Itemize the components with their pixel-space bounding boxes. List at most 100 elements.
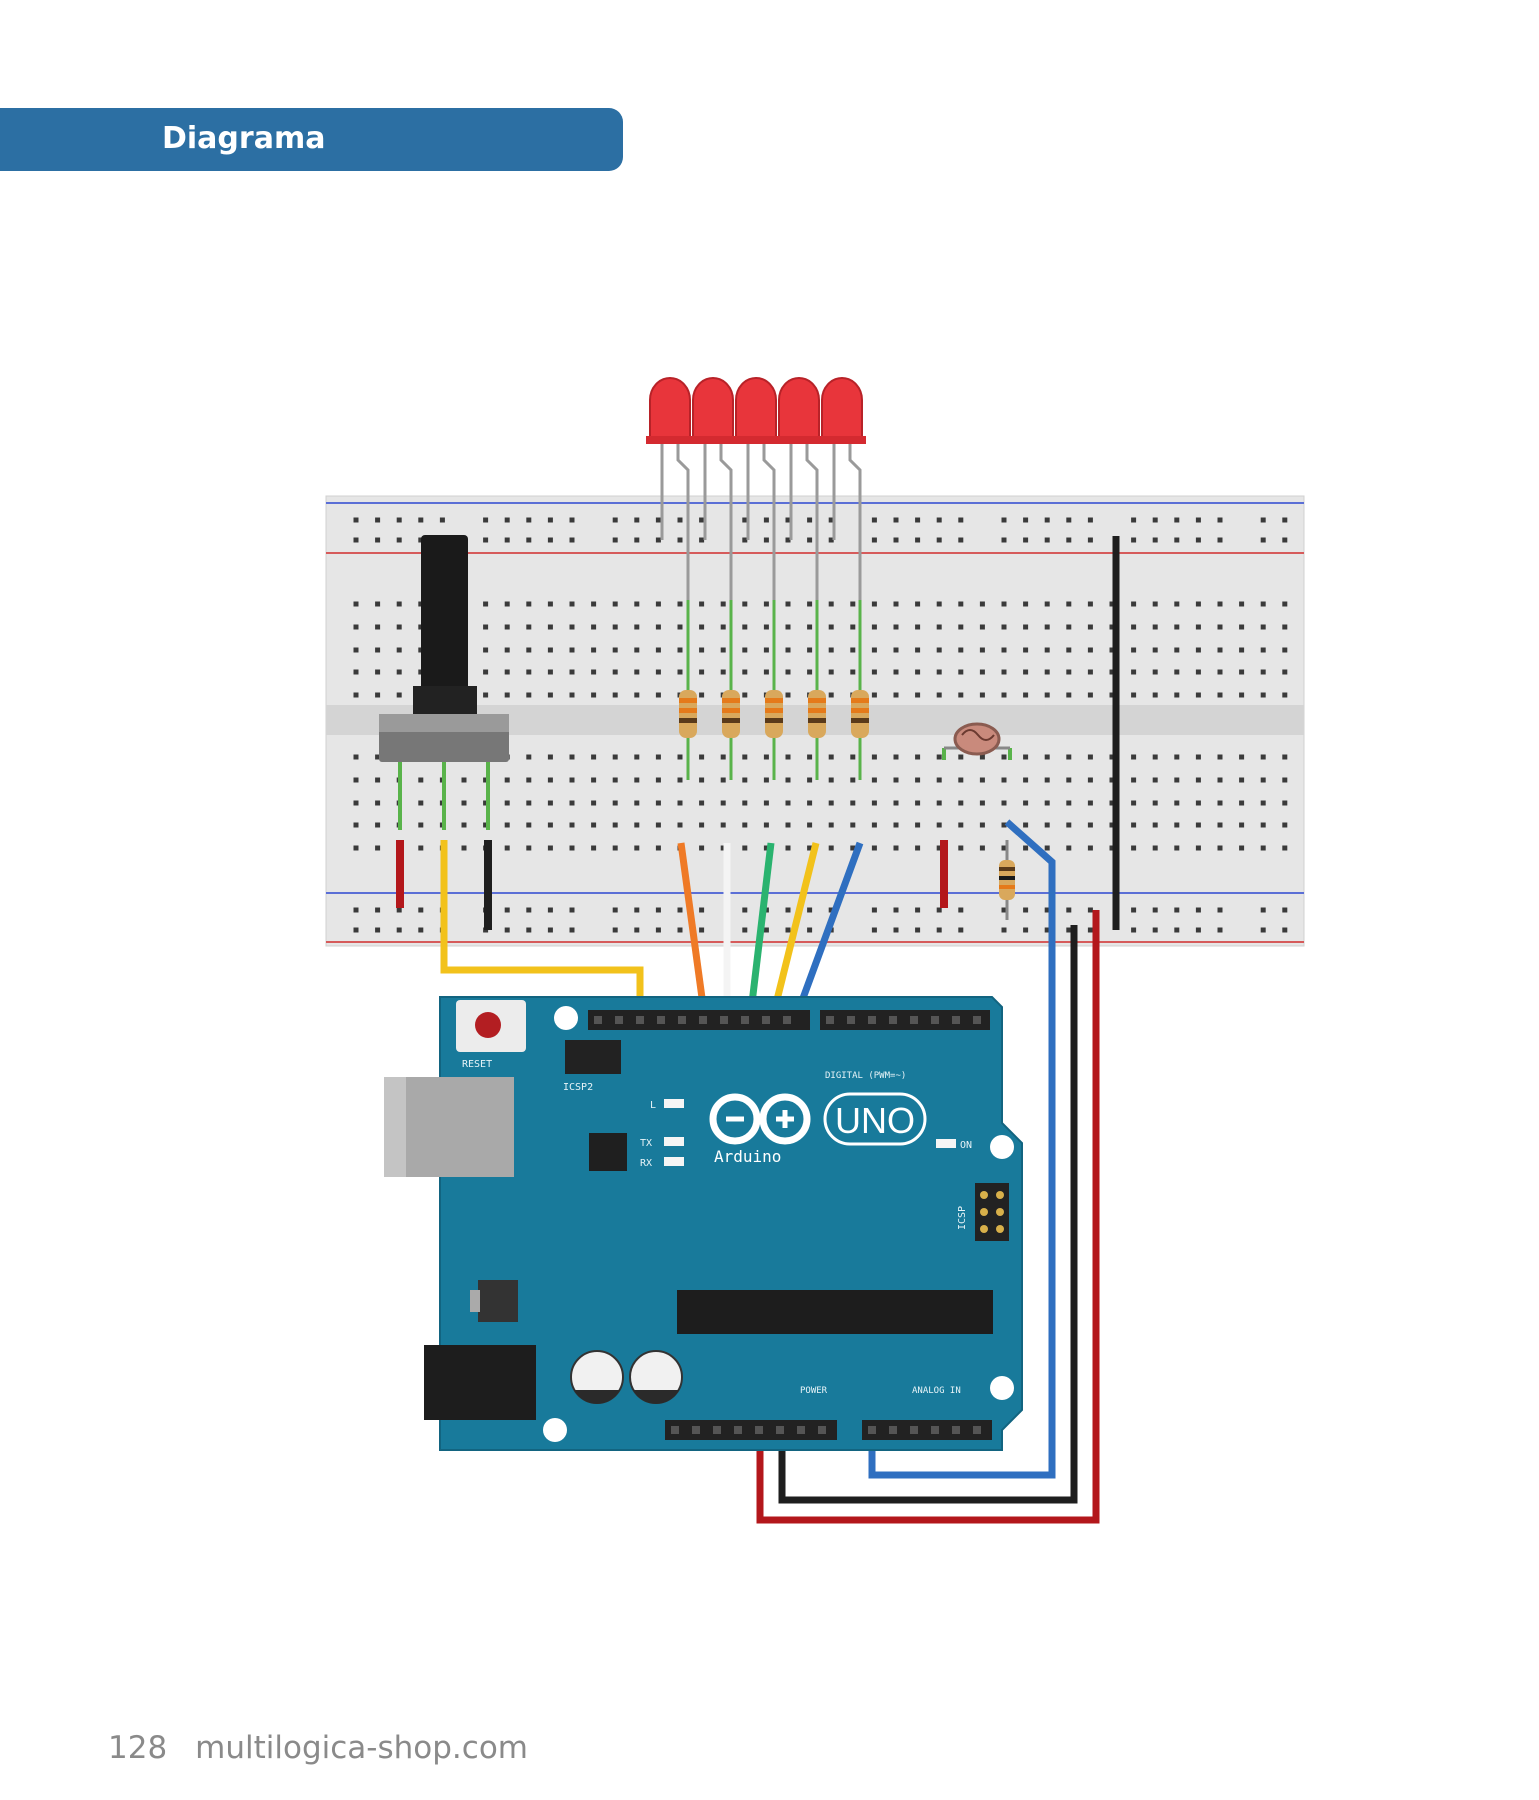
- breadboard-hole: [375, 800, 381, 806]
- header-pin: [797, 1426, 805, 1434]
- breadboard-hole: [828, 537, 834, 543]
- breadboard-hole: [526, 777, 532, 783]
- breadboard-hole: [742, 822, 748, 828]
- orange-wire: [677, 842, 709, 1021]
- breadboard-hole: [1260, 517, 1266, 523]
- breadboard-hole: [569, 647, 575, 653]
- breadboard-hole: [655, 692, 661, 698]
- breadboard-hole: [677, 907, 683, 913]
- breadboard-hole: [785, 537, 791, 543]
- power-header: [665, 1420, 837, 1440]
- breadboard-hole: [1152, 845, 1158, 851]
- breadboard-hole: [979, 624, 985, 630]
- breadboard-hole: [699, 647, 705, 653]
- breadboard-hole: [1001, 927, 1007, 933]
- breadboard-hole: [1260, 754, 1266, 760]
- header-pin: [868, 1426, 876, 1434]
- breadboard-hole: [591, 692, 597, 698]
- led-leg: [848, 440, 862, 600]
- breadboard-hole: [1282, 647, 1288, 653]
- breadboard-hole: [677, 777, 683, 783]
- resistor-band: [765, 718, 783, 723]
- breadboard-hole: [612, 754, 618, 760]
- breadboard-hole: [547, 517, 553, 523]
- breadboard-hole: [1023, 822, 1029, 828]
- breadboard-hole: [418, 517, 424, 523]
- breadboard-hole: [526, 927, 532, 933]
- breadboard-hole: [1001, 777, 1007, 783]
- arduino-pcb: [439, 996, 1023, 1451]
- logo-uno-outline: [823, 1092, 927, 1146]
- breadboard-hole: [915, 537, 921, 543]
- breadboard-hole: [742, 777, 748, 783]
- breadboard-hole: [871, 845, 877, 851]
- breadboard-hole: [1260, 624, 1266, 630]
- breadboard-hole: [893, 927, 899, 933]
- breadboard-hole: [763, 800, 769, 806]
- breadboard-hole: [1174, 537, 1180, 543]
- breadboard-hole: [591, 601, 597, 607]
- breadboard-hole: [785, 822, 791, 828]
- breadboard-hole: [1001, 669, 1007, 675]
- breadboard-hole: [1066, 845, 1072, 851]
- breadboard-hole: [375, 845, 381, 851]
- breadboard-hole: [720, 669, 726, 675]
- breadboard-hole: [1023, 754, 1029, 760]
- breadboard-hole: [763, 517, 769, 523]
- breadboard-hole: [547, 907, 553, 913]
- header-pin: [776, 1426, 784, 1434]
- breadboard-hole: [742, 624, 748, 630]
- breadboard-hole: [591, 777, 597, 783]
- breadboard-hole: [1044, 777, 1050, 783]
- breadboard-hole: [1131, 800, 1137, 806]
- led-leg: [805, 440, 819, 600]
- breadboard-hole: [1217, 822, 1223, 828]
- breadboard-hole: [1044, 669, 1050, 675]
- breadboard-hole: [1174, 822, 1180, 828]
- reset-button-cap[interactable]: [475, 1012, 501, 1038]
- resistor-group: [679, 600, 869, 780]
- breadboard-hole: [936, 754, 942, 760]
- breadboard-hole: [807, 777, 813, 783]
- breadboard-hole: [634, 754, 640, 760]
- breadboard-hole: [958, 624, 964, 630]
- led-leg: [719, 440, 733, 600]
- breadboard-hole: [591, 647, 597, 653]
- capacitor-2-band: [633, 1390, 679, 1404]
- breadboard-hole: [353, 601, 359, 607]
- breadboard-hole: [396, 927, 402, 933]
- breadboard-hole: [526, 647, 532, 653]
- breadboard-hole: [915, 624, 921, 630]
- breadboard-hole: [828, 754, 834, 760]
- breadboard-hole: [1174, 927, 1180, 933]
- capacitor-1-band: [574, 1390, 620, 1404]
- breadboard-hole: [612, 517, 618, 523]
- breadboard-hole: [1239, 669, 1245, 675]
- breadboard-hole: [871, 822, 877, 828]
- breadboard-hole: [807, 601, 813, 607]
- breadboard-hole: [893, 907, 899, 913]
- breadboard-hole: [1109, 647, 1115, 653]
- breadboard-hole: [569, 907, 575, 913]
- breadboard-hole: [1195, 669, 1201, 675]
- breadboard-hole: [1001, 537, 1007, 543]
- breadboard-hole: [958, 927, 964, 933]
- icsp2-header: [565, 1040, 621, 1074]
- breadboard-hole: [418, 822, 424, 828]
- breadboard-hole: [979, 845, 985, 851]
- breadboard-hole: [828, 692, 834, 698]
- breadboard-hole: [1217, 907, 1223, 913]
- breadboard-hole: [1001, 754, 1007, 760]
- breadboard-hole: [699, 907, 705, 913]
- breadboard-hole: [1131, 845, 1137, 851]
- breadboard-hole: [1131, 669, 1137, 675]
- breadboard-hole: [699, 845, 705, 851]
- breadboard-hole: [699, 601, 705, 607]
- breadboard-hole: [1282, 754, 1288, 760]
- breadboard-hole: [936, 927, 942, 933]
- breadboard-hole: [1260, 692, 1266, 698]
- breadboard-hole: [763, 669, 769, 675]
- breadboard-hole: [1260, 927, 1266, 933]
- breadboard-hole: [504, 927, 510, 933]
- breadboard-hole: [828, 517, 834, 523]
